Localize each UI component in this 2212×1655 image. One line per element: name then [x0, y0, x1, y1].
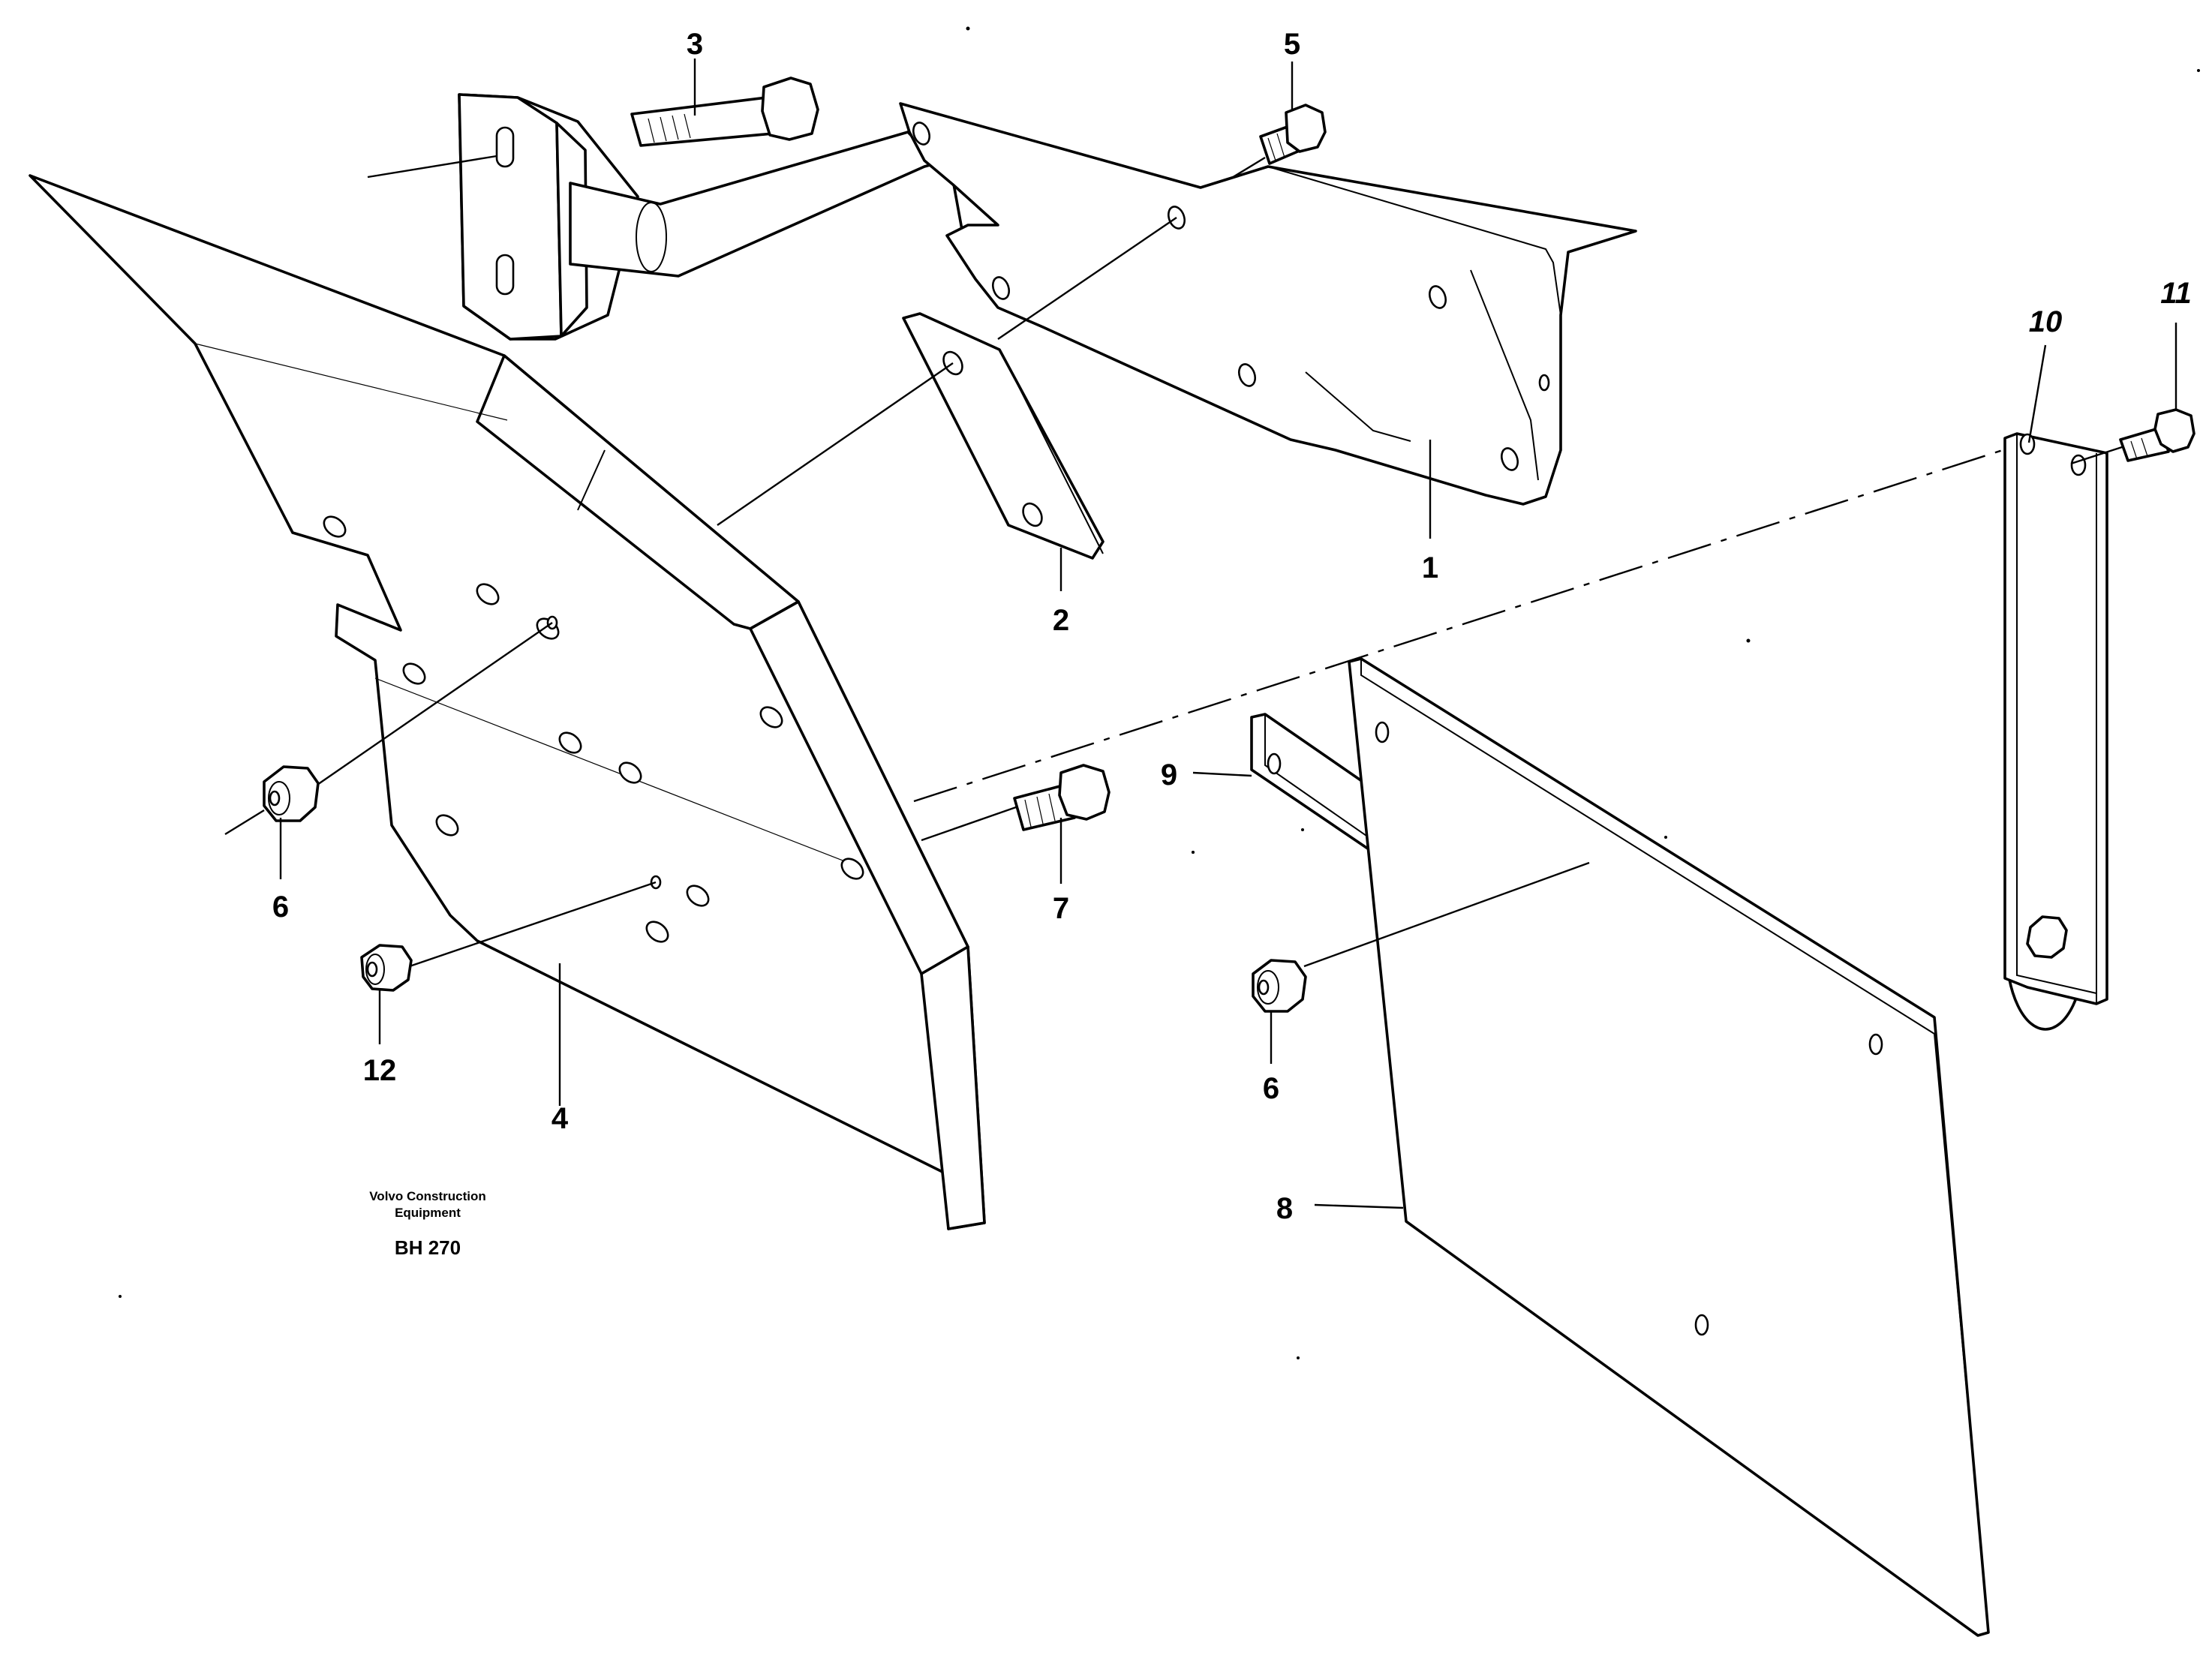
callout-9: 9	[1161, 758, 1177, 791]
callout-2: 2	[1053, 604, 1069, 637]
part-12-nut	[360, 881, 657, 992]
leader-spacer-to-beam	[997, 217, 1177, 340]
part-5-bolt	[1230, 104, 1327, 180]
part-4-mudguard-panel	[29, 174, 986, 1230]
callout-leaders	[279, 59, 2177, 1209]
part-8-flap	[1348, 657, 1990, 1637]
stamp-company-line2: Equipment	[395, 1206, 461, 1220]
assembly-axis-line	[913, 441, 2027, 803]
part-2-spacer-plate	[902, 312, 1104, 560]
callout-3: 3	[687, 28, 703, 61]
scan-specks	[119, 26, 2200, 1359]
volvo-stamp: Volvo Construction Equipment BH 270	[369, 1189, 486, 1259]
callout-8: 8	[1276, 1192, 1293, 1225]
part-11-bolt	[2070, 408, 2195, 465]
callout-12: 12	[363, 1054, 397, 1087]
callout-6-right: 6	[1263, 1072, 1279, 1105]
leader-strip-to-nut	[1303, 861, 1590, 968]
callout-6-left: 6	[272, 891, 289, 924]
part-10-hanging-bracket	[2003, 432, 2108, 1031]
leader-panel-to-spacer	[717, 362, 954, 526]
callout-1: 1	[1422, 551, 1438, 584]
part-6-nut-left	[224, 622, 553, 836]
part-7-bolt	[921, 764, 1111, 842]
callout-7: 7	[1053, 892, 1069, 925]
stamp-company-line1: Volvo Construction	[369, 1189, 486, 1203]
callout-10: 10	[2029, 305, 2063, 338]
stamp-code: BH 270	[395, 1236, 461, 1259]
part-1-mounting-beam	[899, 102, 1637, 506]
part-6-nut-right	[1252, 959, 1307, 1013]
callout-5: 5	[1284, 28, 1300, 61]
callout-4: 4	[551, 1102, 569, 1135]
part-3-bolt	[630, 77, 819, 147]
callout-11: 11	[2160, 277, 2192, 310]
